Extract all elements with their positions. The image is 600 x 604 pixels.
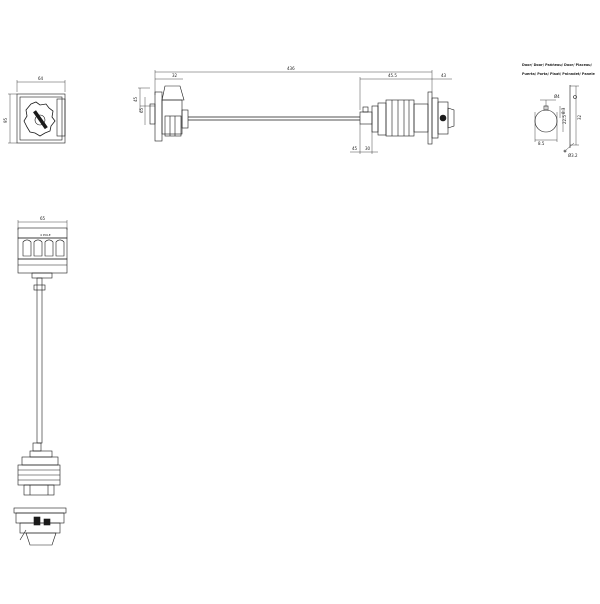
side-view: 436 32 45.5 43 45 65 bbox=[133, 66, 455, 154]
cutout-hole-note: Ø3.2 bbox=[568, 153, 578, 158]
top-pole-label: 4 POLE bbox=[40, 233, 51, 237]
side-overall-length-dim: 436 bbox=[287, 66, 295, 71]
side-left-dim-1: 45 bbox=[133, 96, 138, 102]
side-left-dim-2: 65 bbox=[139, 107, 144, 113]
cutout-dim-1: Ø4 bbox=[554, 94, 560, 99]
side-bottom-dim-2: 30 bbox=[365, 146, 371, 151]
front-height-dim: 95 bbox=[3, 117, 8, 123]
side-depth-dim: 32 bbox=[172, 73, 178, 78]
side-right-dim-1: 45.5 bbox=[388, 73, 397, 78]
cutout-dim-4: 8.5 bbox=[538, 141, 545, 146]
cutout-view: Door/ Door/ Paññeau/ Door/ Placeau/ Puer… bbox=[522, 63, 595, 158]
cutout-dim-3: 22.5 bbox=[562, 115, 567, 124]
top-view: 65 4 POLE bbox=[13, 216, 68, 546]
front-width-dim: 64 bbox=[38, 76, 44, 81]
side-bottom-dim-1: 45 bbox=[352, 146, 358, 151]
top-width-dim: 65 bbox=[40, 216, 46, 221]
cutout-dim-5: 32 bbox=[577, 114, 582, 120]
cutout-header-line-1: Door/ Door/ Paññeau/ Door/ Placeau/ bbox=[522, 63, 593, 67]
side-right-dim-2: 43 bbox=[441, 73, 447, 78]
cutout-header-line-2: Puerta/ Porta/ Plaat/ Pnlnndet/ Panele bbox=[522, 72, 595, 76]
cutout-dim-2: 8.3 bbox=[561, 107, 566, 114]
front-view: 64 95 bbox=[3, 76, 66, 144]
